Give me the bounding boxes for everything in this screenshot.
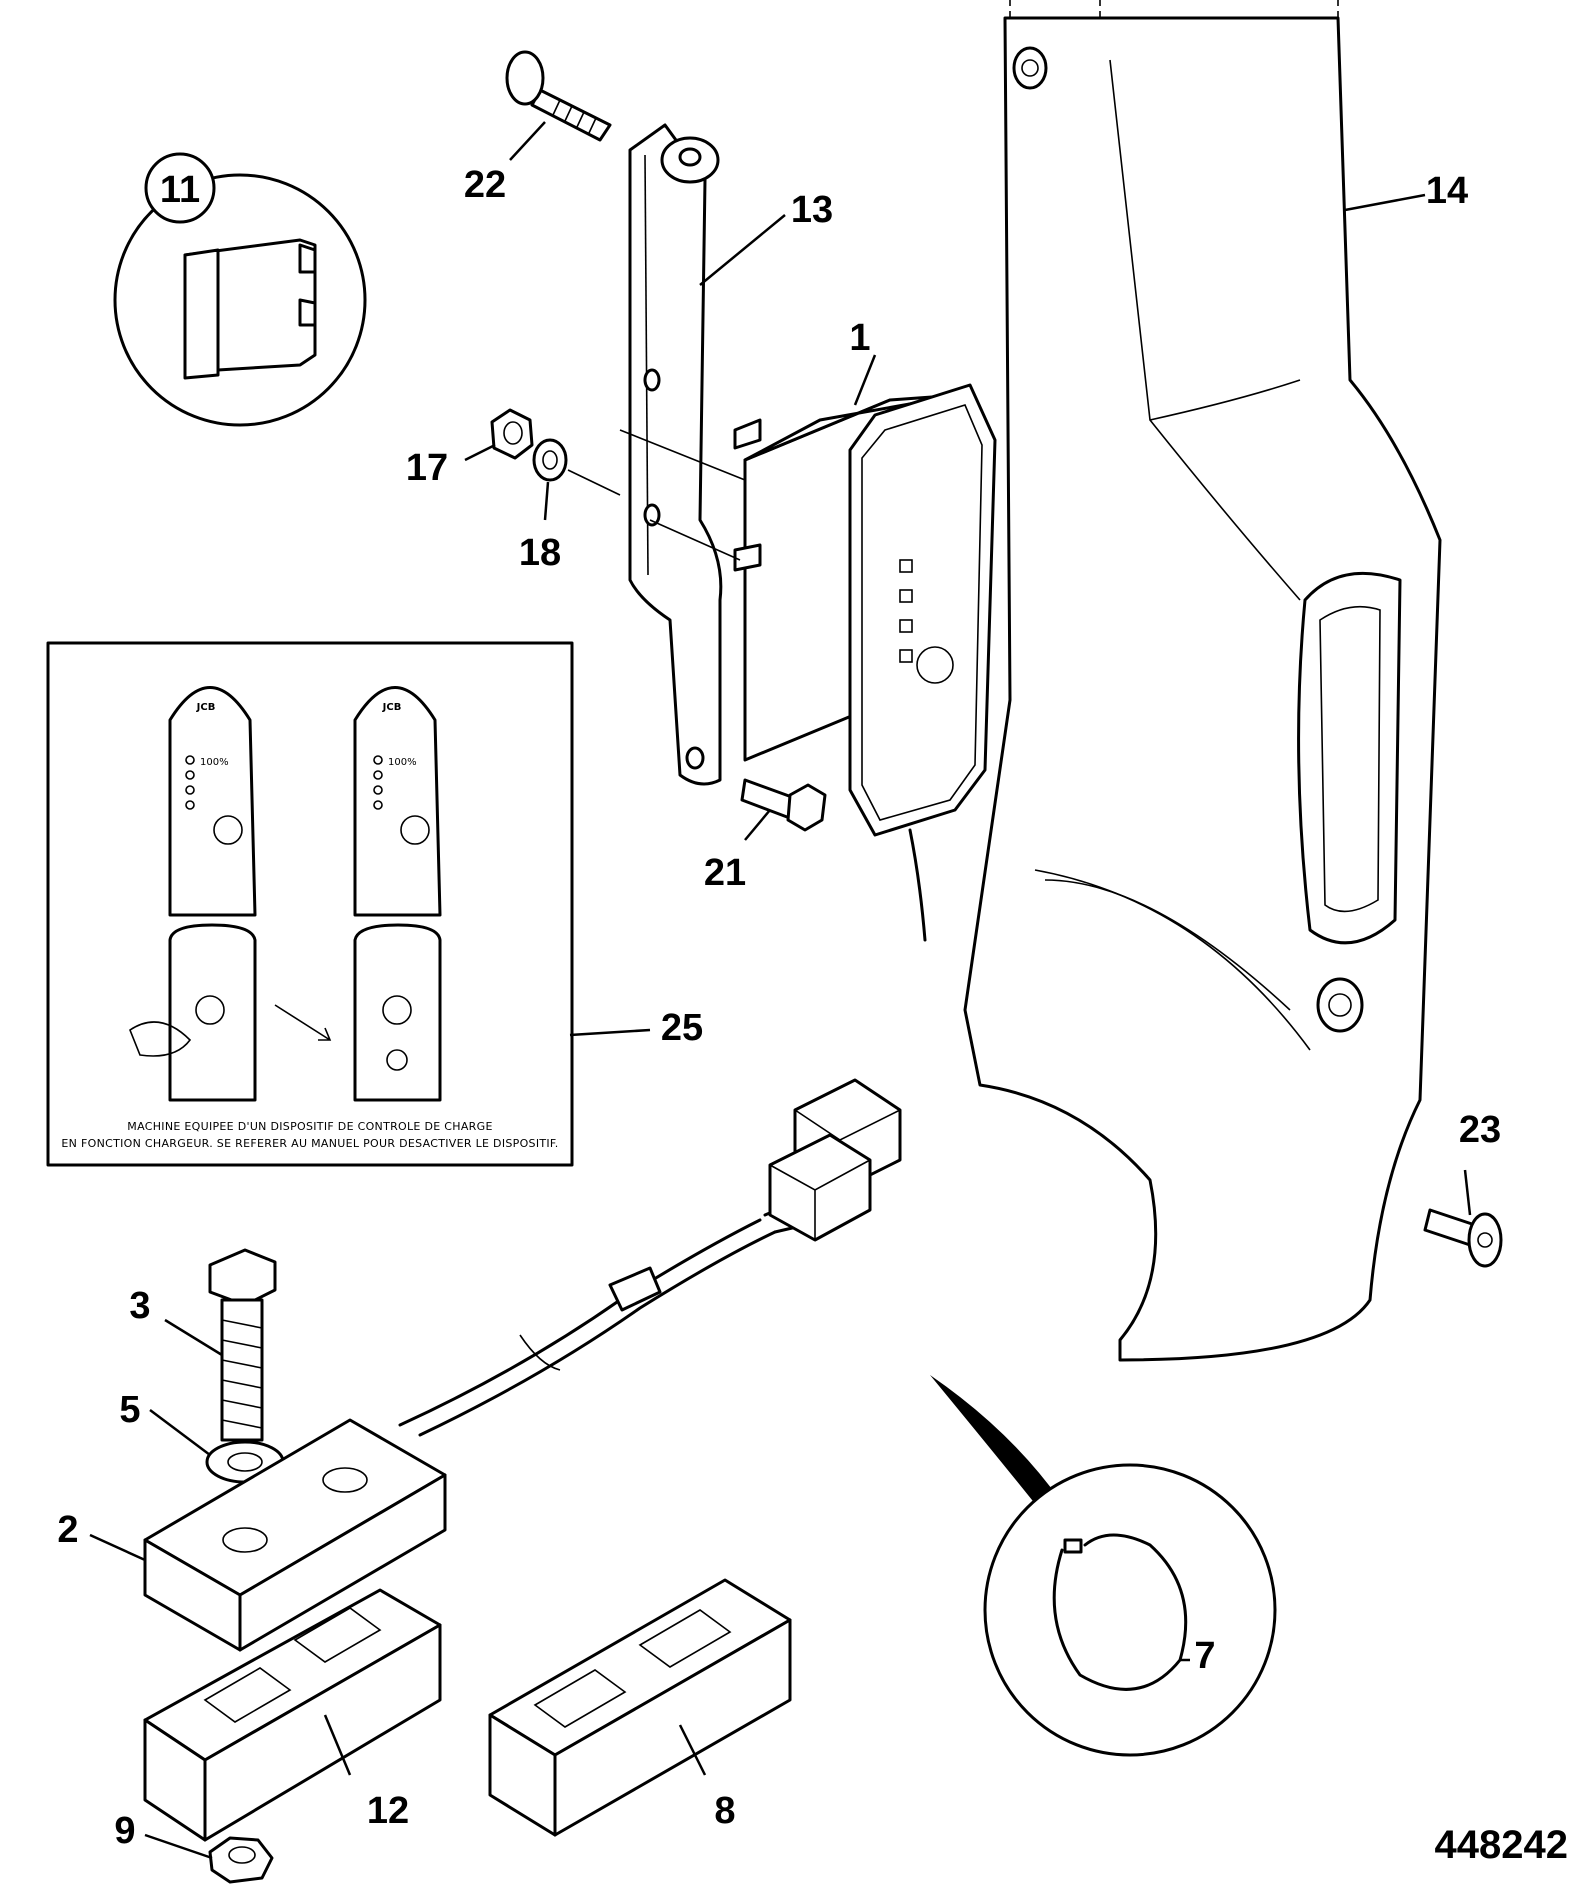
fuse-detail-part-11	[113, 152, 367, 427]
drawing-reference-number: 448242	[1435, 1823, 1568, 1867]
svg-text:MACHINE EQUIPEE D'UN DISPOSITI: MACHINE EQUIPEE D'UN DISPOSITIF DE CONTR…	[127, 1120, 492, 1133]
foam-spacer-part-12	[143, 1588, 442, 1842]
foam-spacer-part-8	[488, 1578, 792, 1837]
decal-panel-top-left	[168, 686, 257, 917]
callout-14: 14	[1426, 170, 1468, 212]
callout-21: 21	[704, 852, 746, 894]
cab-pillar-part-14	[963, 0, 1442, 1362]
load-control-unit-part-1	[619, 383, 997, 942]
sensor-cable	[398, 1198, 807, 1437]
callout-23: 23	[1459, 1109, 1501, 1151]
nut-part-9	[208, 1836, 274, 1884]
decal-panel-top-right	[353, 686, 442, 917]
bolt-part-22	[505, 50, 612, 142]
display-face	[848, 383, 997, 837]
callout-17: 17	[406, 447, 448, 489]
clip-detail-part-7	[930, 1375, 1277, 1757]
callout-8: 8	[714, 1790, 735, 1832]
callout-circle	[144, 152, 216, 224]
cable-sleeve	[608, 1266, 662, 1312]
callout-7: 7	[1194, 1635, 1215, 1677]
callout-2: 2	[57, 1509, 78, 1551]
load-sensor-part-2	[143, 1418, 447, 1652]
mounting-hole	[1012, 46, 1048, 90]
callout-11: 11	[160, 169, 200, 211]
decal-panel-bottom-left	[168, 923, 257, 1102]
decal-panel-bottom-right	[353, 923, 442, 1102]
callout-25: 25	[661, 1007, 703, 1049]
svg-text:EN FONCTION CHARGEUR. SE REFER: EN FONCTION CHARGEUR. SE REFERER AU MANU…	[61, 1137, 558, 1150]
bolt-part-3	[208, 1248, 277, 1442]
callout-12: 12	[367, 1790, 409, 1832]
svg-text:JCB: JCB	[382, 702, 402, 713]
callout-3: 3	[129, 1285, 150, 1327]
nut-part-17	[490, 408, 534, 460]
warning-decal-part-25: JCB 100% JCB 100% MACHINE EQUIPEE D'UN D…	[46, 641, 574, 1167]
svg-text:JCB: JCB	[196, 702, 216, 713]
callout-9: 9	[114, 1810, 135, 1852]
svg-text:100%: 100%	[388, 757, 417, 768]
mounting-hole	[1316, 977, 1364, 1033]
callout-13: 13	[791, 189, 833, 231]
callout-18: 18	[519, 532, 561, 574]
leader-lines	[89, 121, 1472, 1860]
screw-part-23	[1423, 1208, 1503, 1268]
callout-1: 1	[849, 317, 870, 359]
callout-labels: 11 22 13 14 1 17 18 21 25 23 3 5 2 7 12 …	[57, 164, 1501, 1852]
bolt-head	[505, 50, 545, 106]
bolt-part-21	[740, 778, 827, 832]
connector-lower	[768, 1133, 872, 1242]
indicator-lights	[899, 559, 954, 684]
callout-5: 5	[119, 1389, 140, 1431]
callout-22: 22	[464, 164, 506, 206]
washer-part-18	[532, 438, 621, 496]
svg-text:100%: 100%	[200, 757, 229, 768]
bracket-part-13	[628, 123, 723, 786]
